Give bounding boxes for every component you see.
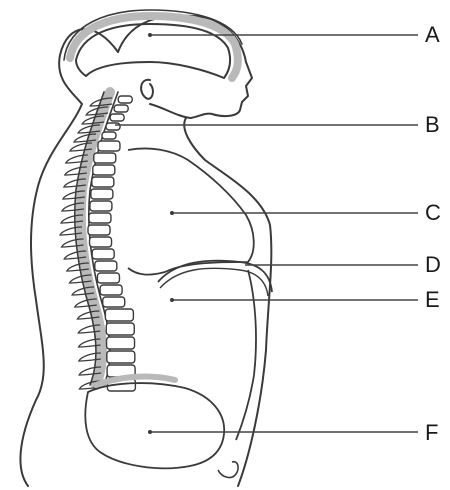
label-e: E [425, 289, 440, 311]
pointer-dot-a [148, 33, 152, 37]
pointer-dot-c [170, 211, 174, 215]
vertebra [91, 189, 113, 199]
vertebra [92, 177, 114, 187]
cranial-cavity-band [70, 16, 238, 78]
vertebra [110, 114, 124, 121]
pointer-dot-f [148, 430, 152, 434]
ear-outline [141, 80, 153, 99]
vertebra [106, 323, 134, 335]
label-f: F [425, 422, 438, 444]
pointer-dot-e [170, 298, 174, 302]
vertebra [114, 105, 128, 112]
vertebra [118, 96, 132, 103]
vertebra [98, 141, 120, 151]
vertebra [103, 297, 125, 307]
vertebra [92, 249, 114, 259]
cranial-cavity-inner [76, 24, 230, 78]
label-a: A [425, 24, 440, 46]
vertebra [106, 123, 120, 130]
lower-outline [218, 462, 238, 478]
vertebra [97, 273, 119, 283]
abdominopelvic-cavity-outline [236, 270, 256, 440]
vertebra [107, 337, 135, 349]
label-d: D [425, 254, 441, 276]
vertebra [105, 309, 133, 321]
vertebra [95, 261, 117, 271]
vertebra [102, 132, 116, 139]
vertebra [89, 213, 111, 223]
label-c: C [425, 202, 441, 224]
vertebra [100, 285, 122, 295]
vertebra [90, 237, 112, 247]
vertebra [93, 165, 115, 175]
vertebra [107, 351, 135, 363]
pelvic-cavity-outline [85, 383, 224, 468]
thoracic-cavity-outline [128, 148, 254, 274]
vertebra [88, 225, 110, 235]
label-b: B [425, 114, 440, 136]
vertebra [90, 201, 112, 211]
vertebra [94, 153, 116, 163]
